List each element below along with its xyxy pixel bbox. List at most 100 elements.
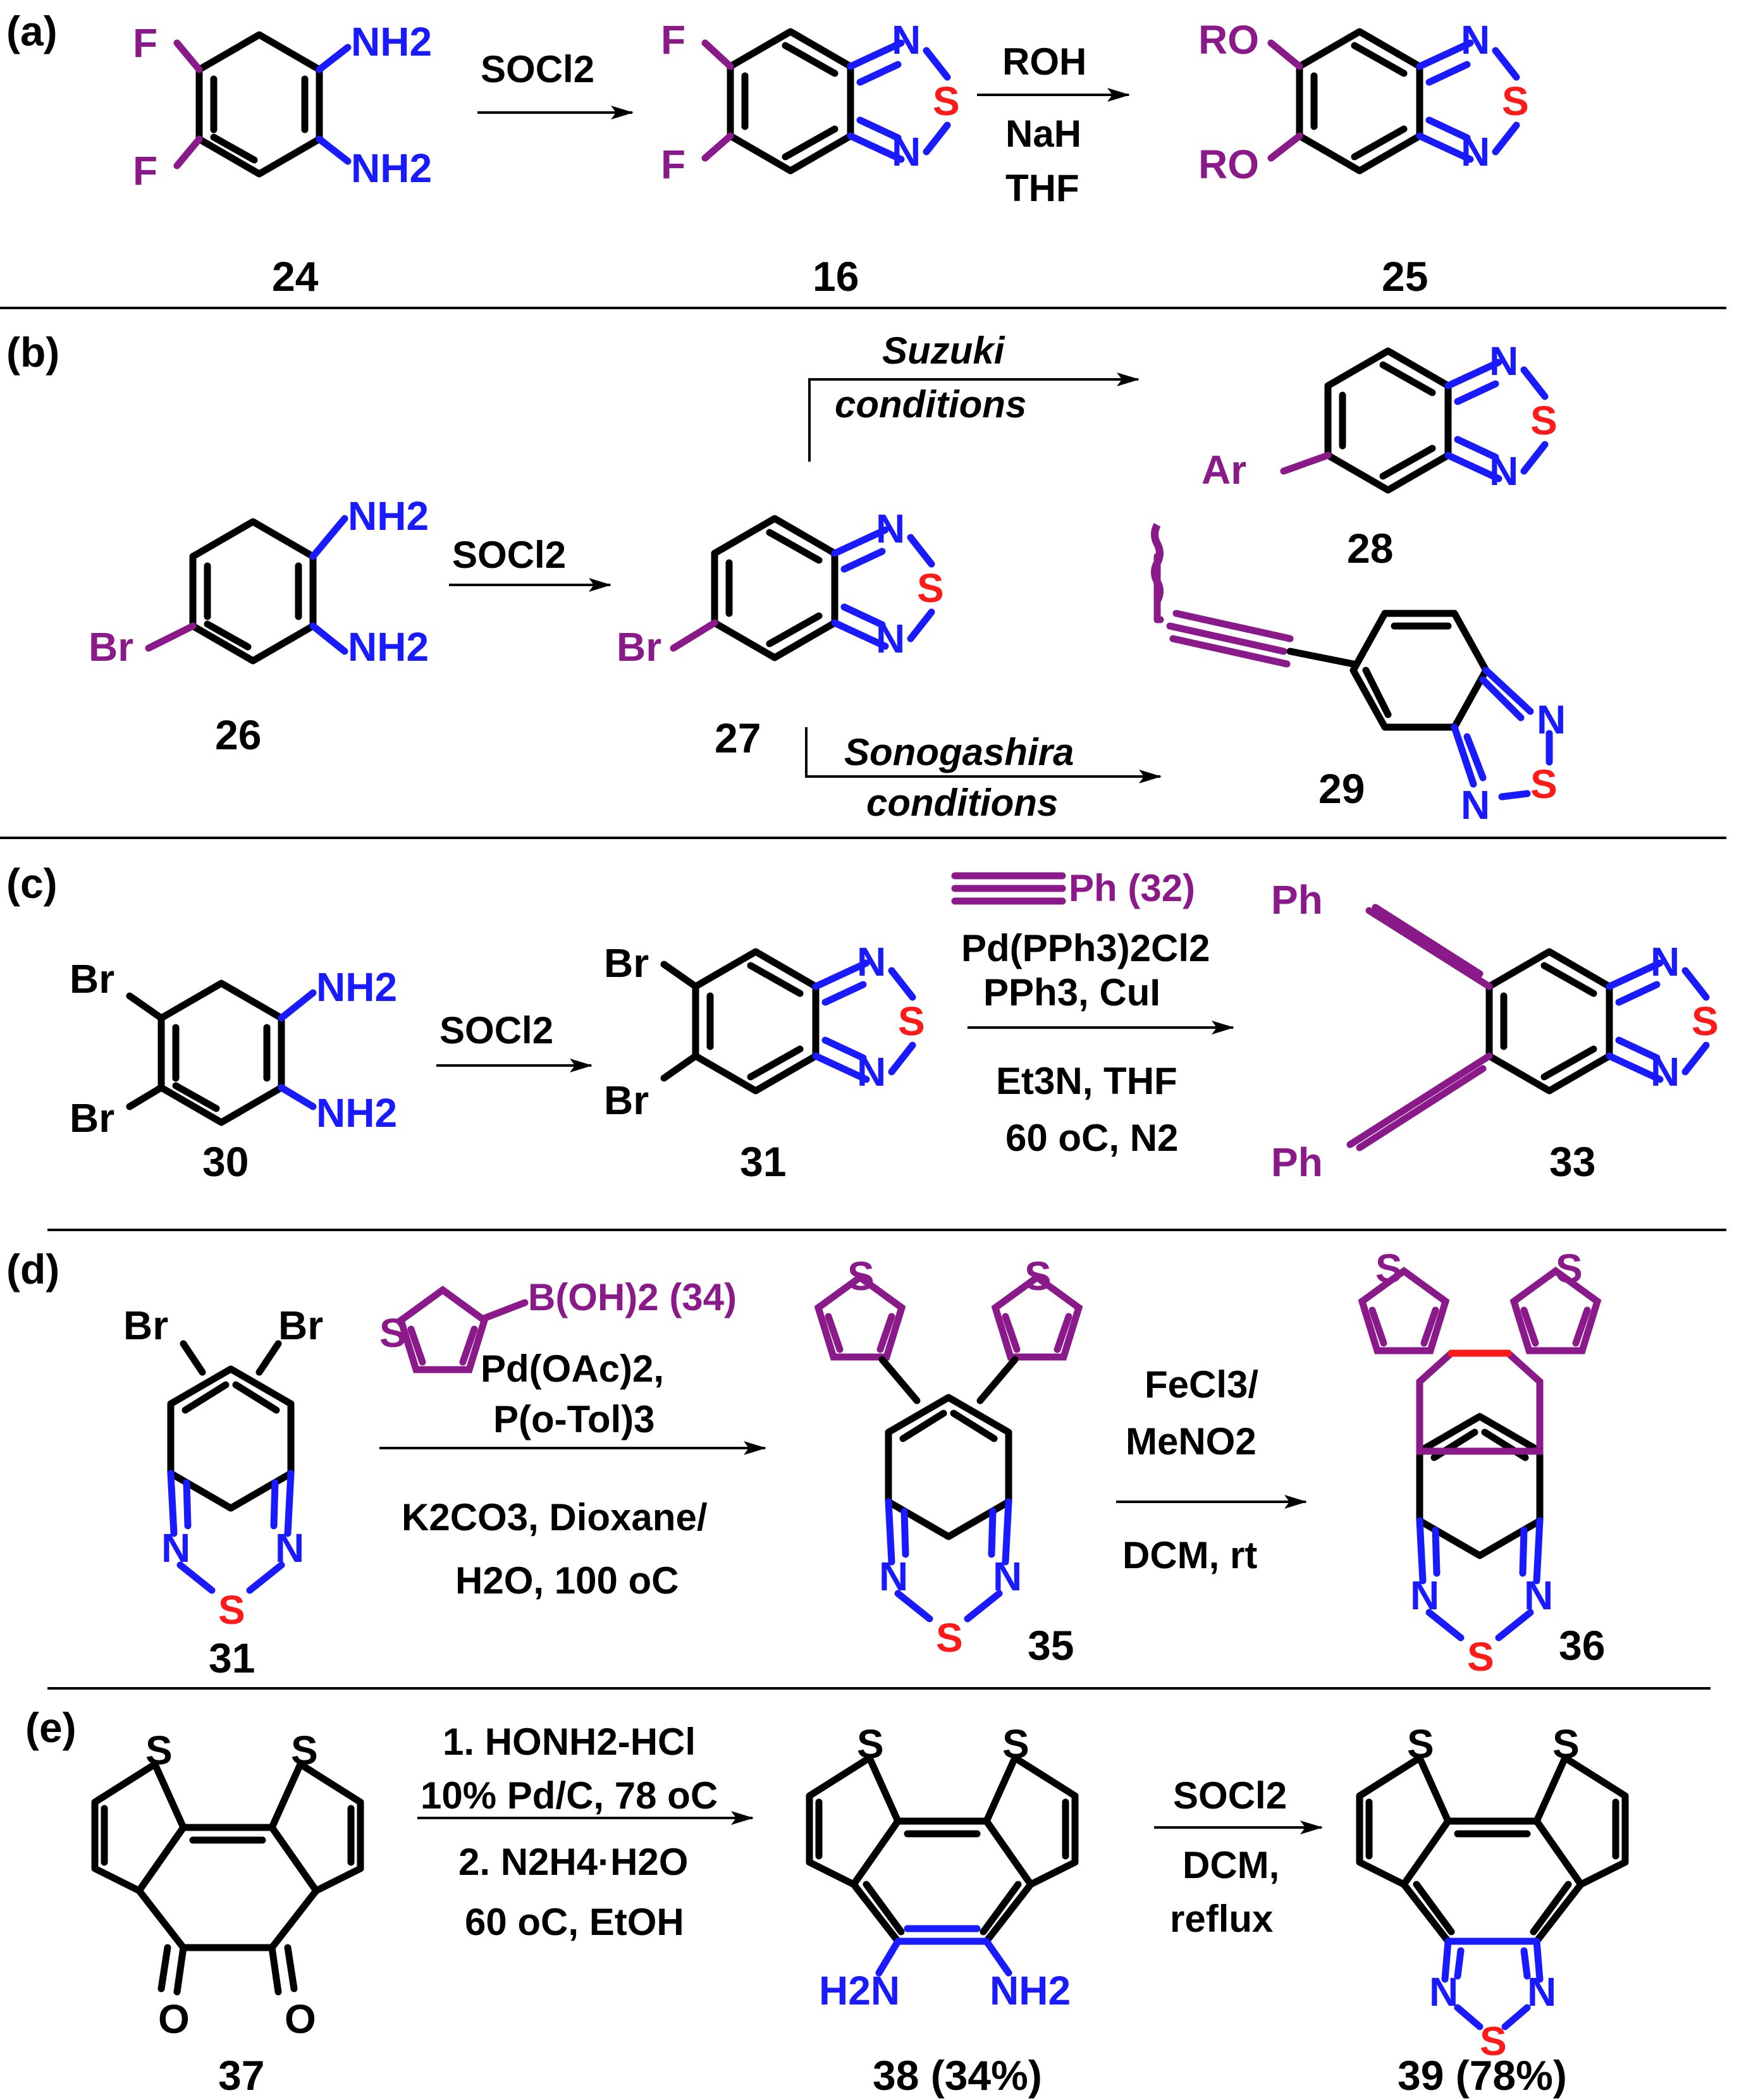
condition-text: Ph (32): [1069, 867, 1195, 909]
atom-o: O: [158, 1996, 190, 2042]
atom-nh2: NH2: [348, 493, 429, 539]
condition-text: 1. HONH2-HCl: [443, 1721, 696, 1763]
condition-text: Sonogashira: [844, 731, 1074, 773]
condition-text: 60 oC, N2: [1005, 1117, 1178, 1159]
atom-s: S: [1692, 998, 1719, 1044]
atom-n: N: [993, 1554, 1022, 1599]
atom-s: S: [1530, 761, 1558, 807]
condition-text: conditions: [866, 782, 1058, 824]
panel-a: (a) F F NH2 NH2 24 SOCl2 F F N N S 16 RO…: [6, 8, 1529, 300]
condition-text: NaH: [1005, 113, 1081, 155]
compound-38-structure: [806, 1754, 1079, 1977]
condition-text: P(o-Tol)3: [493, 1398, 655, 1440]
condition-text: MeNO2: [1126, 1420, 1257, 1463]
atom-ph: Ph: [1271, 877, 1323, 923]
compound-label: 31: [209, 1635, 255, 1681]
atom-n: N: [1410, 1573, 1439, 1618]
atom-f: F: [661, 142, 685, 187]
condition-text: Pd(OAc)2,: [481, 1348, 664, 1390]
atom-n: N: [1527, 1969, 1556, 2015]
atom-n: N: [1429, 1969, 1458, 2015]
condition-text: K2CO3, Dioxane/: [402, 1496, 708, 1538]
atom-s: S: [1024, 1253, 1052, 1299]
panel-e: (e) S S O O 37 1. HONH2-HCl 10% Pd/C, 78…: [25, 1704, 1629, 2099]
atom-f: F: [133, 148, 157, 193]
atom-s: S: [898, 998, 925, 1044]
atom-br: Br: [89, 624, 133, 670]
thiophene-ring: [1362, 1271, 1446, 1351]
condition-text: SOCl2: [481, 48, 594, 90]
compound-30-structure: [161, 983, 281, 1122]
condition-text: B(OH)2 (34): [528, 1276, 737, 1318]
atom-s: S: [1002, 1721, 1029, 1767]
atom-n: N: [876, 616, 905, 661]
atom-n: N: [1650, 1049, 1680, 1095]
condition-text: reflux: [1170, 1898, 1273, 1940]
panel-tag: (c): [6, 860, 58, 907]
atom-n: N: [1461, 129, 1490, 175]
atom-s: S: [1480, 2018, 1507, 2064]
compound-label: 16: [813, 253, 859, 300]
compound-label: 28: [1347, 525, 1393, 572]
atom-n: N: [1461, 17, 1490, 63]
atom-n: N: [275, 1525, 304, 1571]
atom-ar: Ar: [1201, 447, 1246, 493]
atom-n: N: [1650, 939, 1680, 985]
condition-text: PPh3, CuI: [983, 971, 1160, 1014]
atom-s: S: [379, 1310, 407, 1356]
atom-s: S: [933, 78, 960, 124]
condition-text: ROH: [1002, 40, 1086, 83]
atom-s: S: [1375, 1246, 1403, 1291]
panel-d: (d) Br Br N N S 31 S B(OH)2 (34) Pd(OAc)…: [6, 1246, 1605, 1681]
atom-br: Br: [278, 1303, 323, 1348]
panel-tag: (b): [6, 329, 59, 376]
atom-s: S: [1556, 1246, 1583, 1291]
panel-tag: (d): [6, 1246, 59, 1293]
atom-s: S: [1530, 398, 1558, 443]
atom-ro: RO: [1198, 17, 1259, 63]
atom-n: N: [161, 1525, 190, 1571]
compound-label: 27: [715, 715, 761, 761]
condition-text: DCM, rt: [1122, 1534, 1257, 1576]
condition-text: Suzuki: [882, 329, 1005, 372]
atom-br: Br: [617, 624, 661, 670]
compound-label: 33: [1549, 1138, 1595, 1185]
thiophene-boronic-acid-structure: [401, 1290, 484, 1370]
compound-29-structure: [1151, 523, 1553, 801]
condition-text: 2. N2H4·H2O: [458, 1841, 688, 1883]
atom-s: S: [1502, 78, 1529, 124]
compound-24-structure: [199, 35, 319, 174]
atom-s: S: [847, 1253, 875, 1299]
atom-h2n: H2N: [819, 1968, 900, 2013]
atom-br: Br: [70, 956, 114, 1002]
atom-n: N: [857, 1049, 886, 1095]
condition-text: 10% Pd/C, 78 oC: [421, 1774, 718, 1817]
condition-text: SOCl2: [439, 1009, 553, 1052]
atom-nh2: NH2: [351, 19, 432, 64]
atom-s: S: [291, 1728, 318, 1773]
atom-br: Br: [604, 940, 649, 986]
atom-nh2: NH2: [316, 964, 397, 1010]
atom-f: F: [661, 17, 685, 63]
compound-26-structure: [193, 522, 313, 661]
atom-nh2: NH2: [316, 1090, 397, 1136]
atom-s: S: [145, 1728, 173, 1773]
atom-br: Br: [604, 1078, 649, 1123]
condition-text: FeCl3/: [1145, 1363, 1258, 1406]
compound-label: 30: [202, 1138, 249, 1185]
atom-n: N: [892, 17, 921, 63]
condition-text: SOCl2: [452, 534, 566, 576]
condition-text: SOCl2: [1173, 1774, 1287, 1817]
compound-39-structure: [1356, 1754, 1629, 2030]
atom-ph: Ph: [1271, 1139, 1323, 1185]
atom-br: Br: [70, 1095, 114, 1141]
atom-nh2: NH2: [351, 145, 432, 191]
compound-label: 25: [1382, 253, 1428, 300]
compound-label: 36: [1559, 1622, 1605, 1669]
reaction-arrow: [805, 727, 1162, 783]
atom-n: N: [857, 939, 886, 985]
compound-label: 39 (78%): [1398, 2052, 1567, 2099]
atom-s: S: [857, 1721, 884, 1767]
atom-br: Br: [123, 1303, 168, 1348]
